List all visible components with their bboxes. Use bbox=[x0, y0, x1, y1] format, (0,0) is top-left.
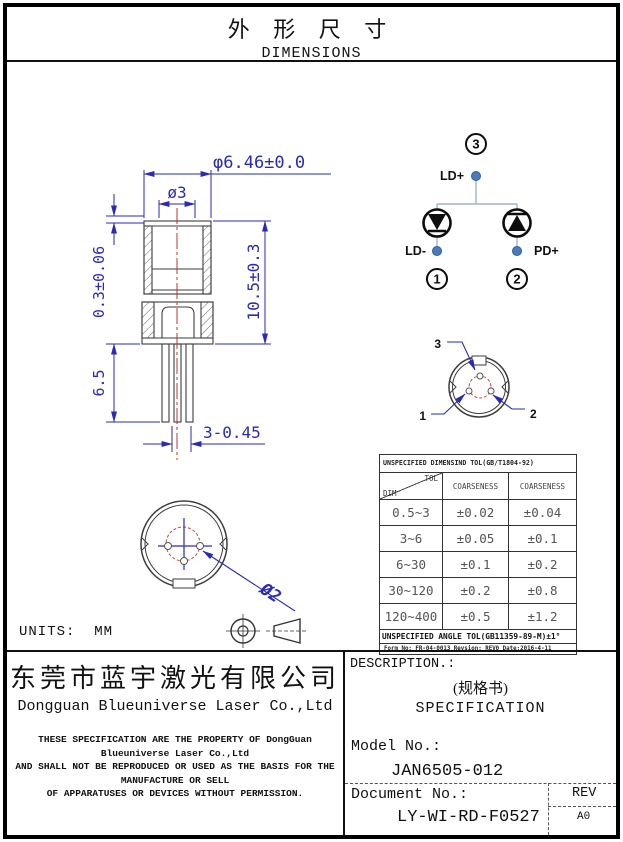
corner-dim-label: DIM bbox=[383, 489, 397, 498]
cell-fine: ±0.1 bbox=[442, 552, 508, 577]
dim-diameter: φ6.46±0.0 bbox=[213, 153, 305, 173]
side-view bbox=[141, 220, 214, 423]
company-name-en: Dongguan Blueuniverse Laser Co.,Ltd bbox=[17, 698, 333, 715]
bottom-row: THESE SPECIFICATION ARE THE PROPERTY OF … bbox=[7, 722, 616, 835]
dashed-divider bbox=[345, 783, 616, 784]
table-row: 30~120 ±0.2 ±0.8 bbox=[380, 577, 576, 603]
cell-range: 120~400 bbox=[384, 609, 438, 624]
dim-pin-circle: Ø2 bbox=[255, 578, 285, 607]
side-view-dimensions bbox=[106, 170, 331, 452]
form-number-note: Form No: FR-04-0013 Revsion: REV0 Date:2… bbox=[380, 643, 576, 654]
cell-coarse: ±0.1 bbox=[508, 526, 576, 551]
tolerance-table-corner: TOL DIM bbox=[380, 473, 442, 499]
col-header-coarseness-2: COARSENESS bbox=[508, 473, 576, 499]
tolerance-table: UNSPECIFIED DIMENSIND TOL(GB/T1804-92) T… bbox=[379, 454, 577, 655]
circuit-pin-3: 3 bbox=[472, 137, 479, 152]
pin-layout-view: 3 1 2 bbox=[419, 337, 537, 423]
legal-line: MANUFACTURE OR SELL bbox=[120, 774, 230, 786]
laser-diode-symbol bbox=[422, 208, 452, 238]
description-label: DESCRIPTION.: bbox=[350, 657, 456, 672]
dim-lead-pitch: 3-0.45 bbox=[203, 423, 261, 442]
table-row: 120~400 ±0.5 ±1.2 bbox=[380, 603, 576, 629]
dim-lead-length: 6.5 bbox=[90, 369, 108, 396]
units-label: UNITS: MM bbox=[19, 624, 114, 640]
rev-label: REV bbox=[572, 786, 597, 801]
table-row: 3~6 ±0.05 ±0.1 bbox=[380, 525, 576, 551]
sheet-border: 外 形 尺 寸 DIMENSIONS bbox=[3, 3, 620, 839]
description-cell: DESCRIPTION.: (规格书) SPECIFICATION bbox=[345, 652, 616, 724]
projection-symbol-icon bbox=[226, 614, 307, 648]
label-ld-minus: LD- bbox=[405, 244, 426, 258]
cell-fine: ±0.02 bbox=[442, 500, 508, 525]
angle-tolerance-note: UNSPECIFIED ANGLE TOL(GB11359-89-M)±1° bbox=[380, 629, 576, 643]
dim-body-height: 10.5±0.3 bbox=[244, 243, 263, 320]
page-title-en: DIMENSIONS bbox=[261, 45, 362, 62]
cell-fine: ±0.2 bbox=[442, 578, 508, 603]
cell-fine: ±0.5 bbox=[442, 604, 508, 629]
legal-notice: THESE SPECIFICATION ARE THE PROPERTY OF … bbox=[7, 722, 345, 835]
pin-view-label-2: 2 bbox=[530, 407, 537, 421]
tolerance-table-header: TOL DIM COARSENESS COARSENESS bbox=[380, 472, 576, 499]
dimension-drawing: φ6.46±0.0 ø3 0.3±0.06 10.5±0.3 6.5 3-0.4… bbox=[90, 133, 559, 648]
cell-range: 6~30 bbox=[395, 557, 427, 572]
model-no-label: Model No.: bbox=[351, 738, 442, 755]
legal-line: THESE SPECIFICATION ARE THE PROPERTY OF … bbox=[38, 734, 312, 745]
cell-range: 0.5~3 bbox=[392, 505, 430, 520]
pin-view-label-3: 3 bbox=[434, 337, 441, 351]
label-pd-plus: PD+ bbox=[534, 244, 559, 258]
tolerance-table-title: UNSPECIFIED DIMENSIND TOL(GB/T1804-92) bbox=[383, 459, 534, 467]
legal-line: OF APPARATUSES OR DEVICES WITHOUT PERMIS… bbox=[46, 788, 304, 799]
cell-coarse: ±1.2 bbox=[508, 604, 576, 629]
page-title-cn: 外 形 尺 寸 bbox=[227, 17, 396, 42]
cell-fine: ±0.05 bbox=[442, 526, 508, 551]
pin-dots bbox=[432, 171, 522, 256]
dashed-divider-vertical bbox=[548, 783, 549, 835]
label-ld-plus: LD+ bbox=[440, 169, 464, 183]
cell-range: 3~6 bbox=[399, 531, 423, 546]
document-no-label: Document No.: bbox=[351, 786, 469, 803]
model-no-value: JAN6505-012 bbox=[391, 762, 504, 781]
company-name-cn: 东莞市蓝宇激光有限公司 bbox=[9, 664, 340, 693]
legal-line: Blueuniverse Laser Co.,Ltd bbox=[100, 747, 250, 759]
company-row: 东莞市蓝宇激光有限公司 Dongguan Blueuniverse Laser … bbox=[7, 650, 616, 724]
photo-diode-symbol bbox=[502, 208, 532, 238]
circuit-pin-1: 1 bbox=[433, 272, 440, 287]
dashed-divider bbox=[548, 806, 616, 807]
cell-coarse: ±0.8 bbox=[508, 578, 576, 603]
pin-leader-lines bbox=[431, 341, 525, 415]
legal-line: AND SHALL NOT BE REPRODUCED OR USED AS T… bbox=[15, 761, 335, 772]
drawing-area: φ6.46±0.0 ø3 0.3±0.06 10.5±0.3 6.5 3-0.4… bbox=[7, 62, 616, 655]
cell-coarse: ±0.2 bbox=[508, 552, 576, 577]
company-cell: 东莞市蓝宇激光有限公司 Dongguan Blueuniverse Laser … bbox=[7, 652, 345, 724]
title-block: 外 形 尺 寸 DIMENSIONS bbox=[7, 7, 616, 62]
table-row: 6~30 ±0.1 ±0.2 bbox=[380, 551, 576, 577]
description-en: SPECIFICATION bbox=[415, 700, 546, 717]
dim-window: ø3 bbox=[167, 183, 186, 202]
table-row: 0.5~3 ±0.02 ±0.04 bbox=[380, 499, 576, 525]
cell-range: 30~120 bbox=[388, 583, 434, 598]
rev-value: A0 bbox=[577, 811, 591, 823]
circuit-diagram: 3 1 2 LD+ LD- PD+ bbox=[405, 133, 559, 290]
document-no-value: LY-WI-RD-F0527 bbox=[397, 808, 540, 827]
pin-view-label-1: 1 bbox=[419, 409, 426, 423]
corner-tol-label: TOL bbox=[424, 474, 438, 483]
title-block-cell: Model No.: JAN6505-012 Document No.: REV… bbox=[345, 722, 616, 835]
dim-cap-step: 0.3±0.06 bbox=[90, 246, 108, 318]
col-header-coarseness-1: COARSENESS bbox=[442, 473, 508, 499]
cell-coarse: ±0.04 bbox=[508, 500, 576, 525]
bottom-view: Ø2 bbox=[140, 500, 296, 612]
circuit-pin-2: 2 bbox=[513, 272, 520, 287]
description-cn: (规格书) bbox=[453, 681, 508, 697]
